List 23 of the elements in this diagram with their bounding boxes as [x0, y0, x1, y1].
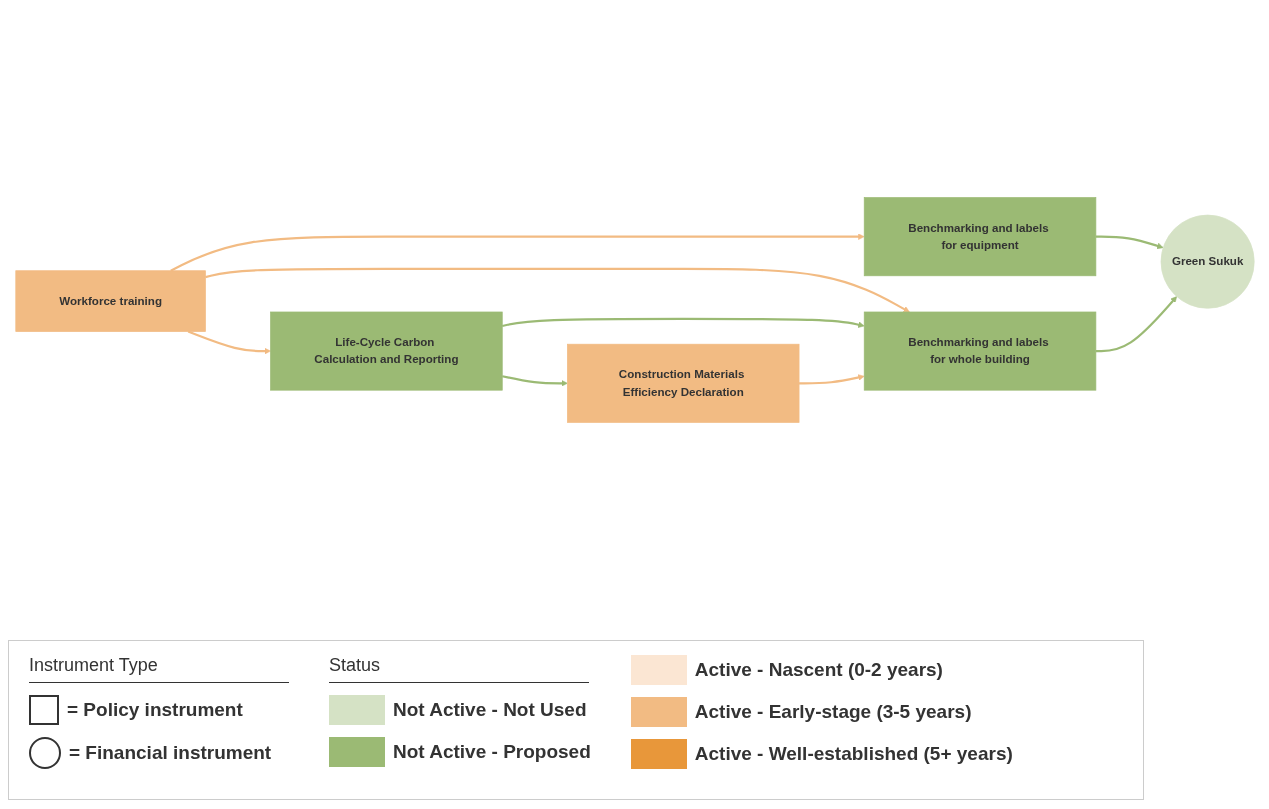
node-circle: Green Sukuk: [1160, 214, 1255, 309]
node-box: Benchmarking and labels for whole building: [863, 311, 1096, 391]
legend-text: Active - Well-established (5+ years): [694, 743, 1013, 765]
legend-text: = Financial instrument: [69, 742, 272, 764]
node-box: Construction Materials Efficiency Declaration: [566, 343, 799, 423]
legend-heading: Status: [329, 655, 589, 683]
node-box: Life-Cycle Carbon Calculation and Reporting: [269, 311, 503, 391]
arrow: [169, 233, 864, 272]
arrow: [501, 317, 864, 328]
arrow: [1095, 235, 1163, 249]
node-box: Benchmarking and labels for equipment: [863, 197, 1096, 277]
arrow: [501, 375, 568, 387]
arrow: [187, 330, 271, 355]
legend-text: Active - Nascent (0-2 years): [694, 659, 943, 681]
arrow: [1095, 296, 1177, 353]
legend-text: Active - Early-stage (3-5 years): [694, 701, 972, 723]
legend-text: Not Active - Proposed: [393, 741, 591, 763]
arrow: [204, 267, 910, 313]
node-box: Workforce training: [14, 270, 206, 332]
legend-heading: Instrument Type: [29, 655, 289, 683]
arrow: [798, 374, 864, 385]
legend-text: = Policy instrument: [67, 699, 243, 721]
legend-text: Not Active - Not Used: [393, 699, 587, 721]
